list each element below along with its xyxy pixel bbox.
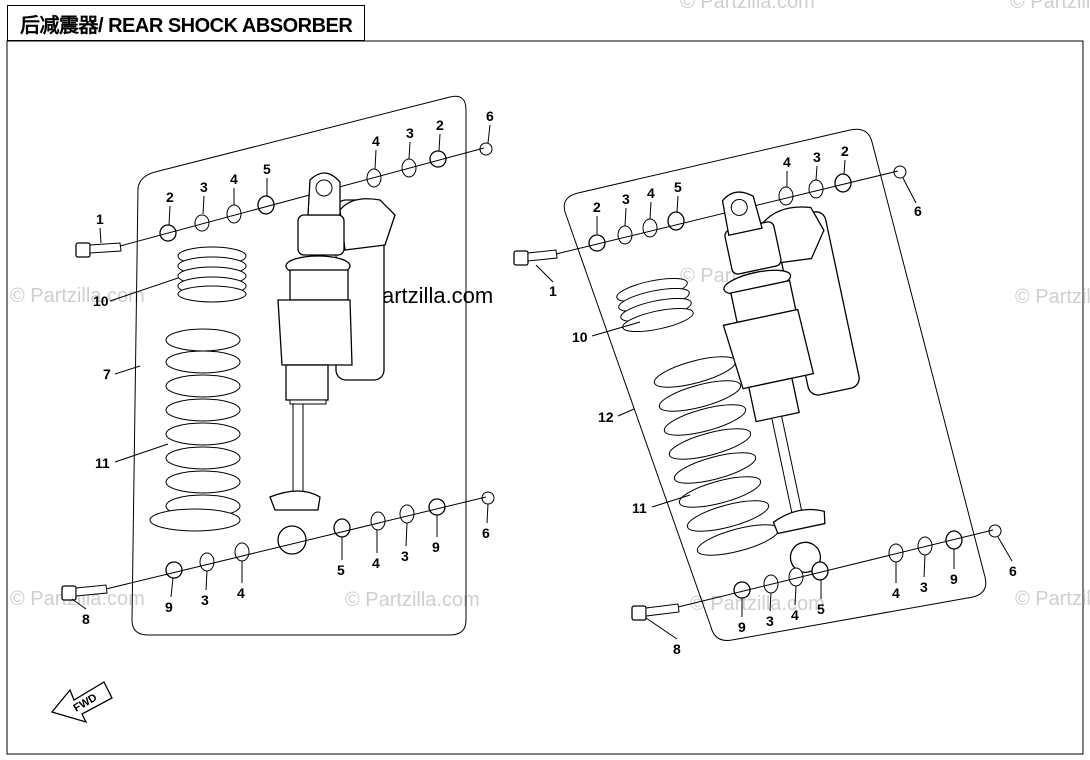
callout-number: 1 <box>96 211 104 227</box>
callout-number: 3 <box>622 191 630 207</box>
callout-number: 4 <box>791 607 799 623</box>
right-assembly-panel <box>563 128 987 641</box>
callout-number: 4 <box>230 171 238 187</box>
callout-number: 3 <box>401 548 409 564</box>
callout-number: 5 <box>263 161 271 177</box>
oring-part <box>199 552 215 572</box>
oring-part <box>917 536 933 556</box>
fwd-arrow-icon: FWD <box>50 681 113 724</box>
bushing-part <box>429 150 447 168</box>
callout-number: 6 <box>1009 563 1017 579</box>
bearing-part <box>811 561 829 581</box>
callout-number: 4 <box>372 133 380 149</box>
washer-part <box>642 218 658 238</box>
callout-number: 6 <box>486 108 494 124</box>
bushing-part <box>588 234 606 252</box>
watermark: © Partzilla.com <box>1015 286 1090 308</box>
watermark: © Partzilla.com <box>680 0 815 13</box>
axis-line <box>119 147 485 247</box>
callout-number: 3 <box>920 579 928 595</box>
oring-part <box>617 225 633 245</box>
callout-number: 8 <box>673 641 681 657</box>
callout-number: 6 <box>482 525 490 541</box>
watermark: © Partzilla.com <box>10 285 145 307</box>
bushing-part <box>834 173 852 193</box>
callout-number: 1 <box>549 283 557 299</box>
callout-number: 2 <box>166 189 174 205</box>
watermark: © Partzilla.com <box>690 593 825 615</box>
callout-number: 4 <box>647 185 655 201</box>
callout-number: 9 <box>432 539 440 555</box>
oring-part <box>808 179 824 199</box>
callout-number: 2 <box>841 143 849 159</box>
callout-labels-right: 2 3 4 5 4 3 2 6 1 10 12 11 9 3 <box>535 143 1017 657</box>
bolt-part <box>75 242 122 258</box>
axis-line <box>677 529 994 608</box>
callout-labels-left: 1 2 3 4 5 4 3 2 6 10 7 11 9 3 <box>71 108 494 627</box>
small-spring-part <box>616 277 694 333</box>
diagram-border <box>6 40 1084 755</box>
bolt-part <box>513 249 558 266</box>
callout-number: 9 <box>738 619 746 635</box>
watermark: © Partzilla.com <box>345 589 480 611</box>
callout-number: 3 <box>766 613 774 629</box>
callout-number: 8 <box>82 611 90 627</box>
callout-number: 3 <box>200 179 208 195</box>
callout-number: 2 <box>436 117 444 133</box>
callout-number: 6 <box>914 203 922 219</box>
left-assembly-panel <box>131 95 467 636</box>
watermark: © Partzilla.com <box>1010 0 1090 13</box>
callout-number: 4 <box>372 555 380 571</box>
callout-number: 9 <box>950 571 958 587</box>
oring-part <box>194 214 210 232</box>
callout-number: 3 <box>201 592 209 608</box>
diagram-title: 后减震器/ REAR SHOCK ABSORBER <box>7 5 365 41</box>
watermark: © Partzilla.com <box>1015 588 1090 610</box>
callout-number: 3 <box>406 125 414 141</box>
callout-number: 7 <box>103 366 111 382</box>
callout-number: 10 <box>572 329 588 345</box>
small-spring-part <box>177 246 247 303</box>
bolt-part <box>61 584 108 601</box>
bearing-part <box>333 518 351 538</box>
bushing-part <box>165 561 183 579</box>
callout-number: 12 <box>598 409 614 425</box>
main-spring-part <box>149 328 241 532</box>
washer-part <box>234 542 250 562</box>
callout-number: 5 <box>337 562 345 578</box>
bearing-part <box>667 211 685 231</box>
shock-body-part <box>269 172 396 555</box>
callout-number: 10 <box>93 293 109 309</box>
shock-body-part <box>721 191 860 573</box>
oring-part <box>399 504 415 524</box>
axis-line <box>105 496 487 590</box>
bolt-part <box>631 603 680 621</box>
main-spring-part <box>653 356 780 556</box>
callout-number: 4 <box>892 585 900 601</box>
washer-part <box>778 186 794 206</box>
callout-number: 5 <box>817 601 825 617</box>
callout-number: 4 <box>783 154 791 170</box>
callout-number: 11 <box>95 455 110 471</box>
callout-number: 11 <box>632 500 647 516</box>
callout-number: 2 <box>593 199 601 215</box>
callout-number: 4 <box>237 585 245 601</box>
callout-number: 5 <box>674 179 682 195</box>
washer-part <box>370 511 386 531</box>
callout-number: 9 <box>165 599 173 615</box>
watermark: © Partzilla.com <box>10 588 145 610</box>
callout-number: 3 <box>813 149 821 165</box>
